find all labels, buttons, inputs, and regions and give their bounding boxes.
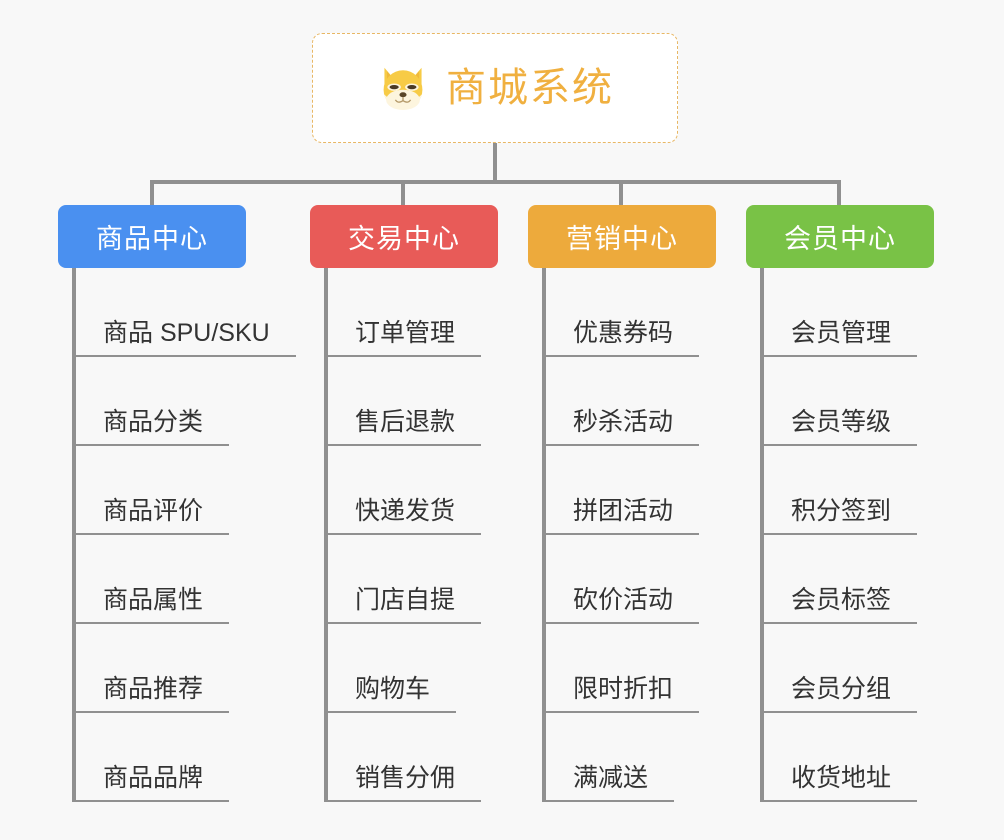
leaf-label: 积分签到	[760, 499, 918, 535]
leaf-item[interactable]: 收货地址	[760, 713, 918, 802]
root-title: 商城系统	[446, 66, 614, 110]
leaf-item[interactable]: 砍价活动	[542, 535, 700, 624]
root-node[interactable]: 商城系统	[312, 33, 678, 143]
leaf-label: 商品品牌	[72, 766, 230, 802]
branch-header-1[interactable]: 商品中心	[58, 205, 246, 268]
leaf-label: 商品评价	[72, 499, 230, 535]
leaf-item[interactable]: 商品分类	[72, 357, 296, 446]
leaf-label: 会员标签	[760, 588, 918, 624]
branch-drop-line-2	[401, 180, 405, 208]
leaf-item[interactable]: 会员等级	[760, 357, 918, 446]
branch-drop-line-3	[619, 180, 623, 208]
leaf-label: 门店自提	[324, 588, 482, 624]
leaf-label: 会员分组	[760, 677, 918, 713]
leaf-item[interactable]: 快递发货	[324, 446, 482, 535]
branch-drop-line-4	[837, 180, 841, 208]
leaf-label: 砍价活动	[542, 588, 700, 624]
leaf-item[interactable]: 商品品牌	[72, 713, 296, 802]
leaf-label: 秒杀活动	[542, 410, 700, 446]
leaf-item[interactable]: 秒杀活动	[542, 357, 700, 446]
leaf-list-3: 优惠券码 秒杀活动 拼团活动 砍价活动 限时折扣 满减送	[542, 268, 700, 802]
leaf-label: 商品分类	[72, 410, 230, 446]
branch-header-2[interactable]: 交易中心	[310, 205, 498, 268]
leaf-label: 销售分佣	[324, 766, 482, 802]
leaf-label: 限时折扣	[542, 677, 700, 713]
leaf-item[interactable]: 门店自提	[324, 535, 482, 624]
root-stem-line	[493, 143, 497, 184]
branch-header-label-2: 交易中心	[348, 224, 460, 254]
branch-header-3[interactable]: 营销中心	[528, 205, 716, 268]
leaf-label: 商品 SPU/SKU	[72, 321, 296, 357]
leaf-label: 收货地址	[760, 766, 918, 802]
leaf-label: 会员管理	[760, 321, 918, 357]
leaf-label: 订单管理	[324, 321, 482, 357]
leaf-item[interactable]: 积分签到	[760, 446, 918, 535]
leaf-item[interactable]: 拼团活动	[542, 446, 700, 535]
leaf-label: 商品推荐	[72, 677, 230, 713]
leaf-label: 售后退款	[324, 410, 482, 446]
leaf-label: 满减送	[542, 766, 675, 802]
leaf-item[interactable]: 订单管理	[324, 268, 482, 357]
leaf-item[interactable]: 限时折扣	[542, 624, 700, 713]
leaf-item[interactable]: 商品推荐	[72, 624, 296, 713]
shiba-dog-face-icon	[383, 67, 423, 111]
branch-bus-line	[150, 180, 841, 184]
leaf-item[interactable]: 购物车	[324, 624, 481, 713]
leaf-label: 优惠券码	[542, 321, 700, 357]
leaf-list-4: 会员管理 会员等级 积分签到 会员标签 会员分组 收货地址	[760, 268, 918, 802]
leaf-label: 快递发货	[324, 499, 482, 535]
leaf-label: 购物车	[324, 677, 457, 713]
leaf-label: 会员等级	[760, 410, 918, 446]
leaf-item[interactable]: 售后退款	[324, 357, 482, 446]
leaf-item[interactable]: 会员管理	[760, 268, 918, 357]
leaf-label: 商品属性	[72, 588, 230, 624]
leaf-item[interactable]: 优惠券码	[542, 268, 700, 357]
leaf-item[interactable]: 销售分佣	[324, 713, 482, 802]
branch-header-4[interactable]: 会员中心	[746, 205, 934, 268]
branch-header-label-1: 商品中心	[96, 224, 208, 254]
leaf-item[interactable]: 满减送	[542, 713, 699, 802]
leaf-item[interactable]: 会员分组	[760, 624, 918, 713]
leaf-item[interactable]: 会员标签	[760, 535, 918, 624]
branch-header-label-3: 营销中心	[566, 224, 678, 254]
leaf-list-2: 订单管理 售后退款 快递发货 门店自提 购物车 销售分佣	[324, 268, 482, 802]
leaf-item[interactable]: 商品属性	[72, 535, 296, 624]
branch-drop-line-1	[150, 180, 154, 208]
leaf-list-1: 商品 SPU/SKU 商品分类 商品评价 商品属性 商品推荐 商品品牌	[72, 268, 296, 802]
leaf-item[interactable]: 商品 SPU/SKU	[72, 268, 296, 357]
leaf-label: 拼团活动	[542, 499, 700, 535]
branch-header-label-4: 会员中心	[784, 224, 896, 254]
leaf-item[interactable]: 商品评价	[72, 446, 296, 535]
